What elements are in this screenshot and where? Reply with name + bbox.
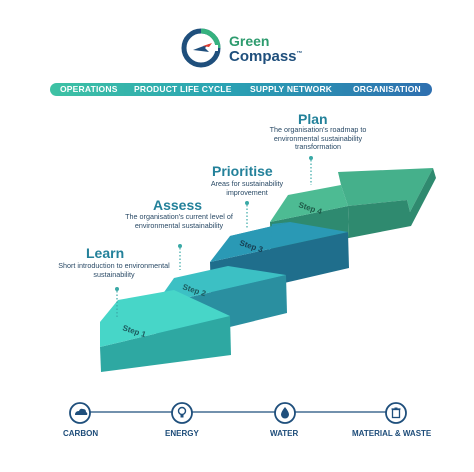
energy-icon [171, 402, 193, 424]
material-waste-icon [385, 402, 407, 424]
water-icon [274, 402, 296, 424]
stage-title-prioritise: Prioritise [212, 163, 273, 179]
impact-label-carbon: CARBON [63, 429, 99, 438]
stage-desc-plan: The organisation's roadmap to environmen… [269, 125, 367, 152]
category-supply-network: SUPPLY NETWORK [250, 84, 333, 94]
brand-name-compass: Compass™ [229, 48, 303, 65]
impact-label-material-waste: MATERIAL & WASTE [352, 429, 432, 438]
impact-label-water: WATER [270, 429, 299, 438]
category-bar: OPERATIONS PRODUCT LIFE CYCLE SUPPLY NET… [50, 83, 432, 96]
stage-title-learn: Learn [86, 245, 125, 261]
category-product-life-cycle: PRODUCT LIFE CYCLE [134, 84, 232, 94]
trademark: ™ [296, 51, 303, 57]
stage-title-assess: Assess [153, 197, 203, 213]
logo: Green Compass™ [181, 28, 303, 68]
stage-desc-learn: Short introduction to environmental sust… [58, 261, 170, 279]
impact-label-energy: ENERGY [165, 429, 199, 438]
category-organisation: ORGANISATION [353, 84, 421, 94]
compass-logo-icon [181, 28, 221, 68]
step-1-block [100, 290, 231, 372]
brand-name-green: Green [229, 33, 270, 49]
category-operations: OPERATIONS [60, 84, 118, 94]
stage-title-plan: Plan [298, 111, 328, 127]
carbon-icon [69, 402, 91, 424]
stage-desc-assess: The organisation's current level of envi… [125, 212, 233, 230]
stage-desc-prioritise: Areas for sustainability improvement [210, 179, 284, 197]
